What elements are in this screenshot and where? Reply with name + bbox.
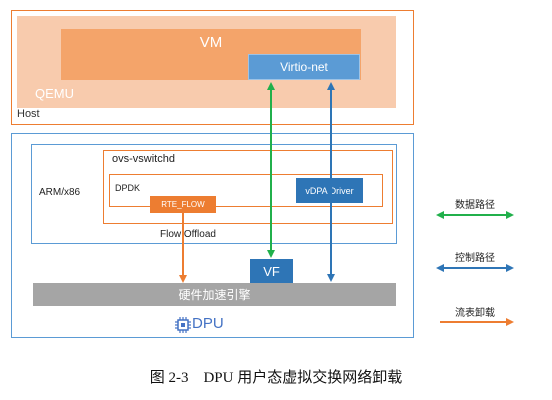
- vf-label: VF: [263, 263, 280, 279]
- arm-x86-label: ARM/x86: [39, 187, 81, 198]
- hardware-engine-label: 硬件加速引擎: [178, 288, 251, 302]
- figure-caption: 图 2-3 DPU 用户态虚拟交换网络卸载: [149, 370, 403, 386]
- hardware-engine-bar: 硬件加速引擎: [33, 283, 396, 306]
- legend-data-path: 数据路径: [455, 200, 495, 211]
- ovs-vswitchd-box: [103, 150, 393, 224]
- rte-flow-label: RTE_FLOW: [161, 200, 205, 209]
- virtio-net-box: Virtio-net: [248, 54, 360, 80]
- chip-icon: [175, 317, 191, 333]
- qemu-label: QEMU: [35, 86, 74, 101]
- dpdk-box: [109, 174, 383, 207]
- ovs-vswitchd-label: ovs-vswitchd: [112, 153, 175, 165]
- flow-offload-label: Flow Offload: [160, 229, 216, 240]
- arm-x86-box: [31, 144, 397, 244]
- dpu-label: DPU: [192, 315, 224, 332]
- rte-flow-box: RTE_FLOW: [150, 196, 216, 213]
- dpu-box: [11, 133, 414, 338]
- legend-flow-offload: 流表卸载: [455, 308, 495, 319]
- dpdk-label: DPDK: [115, 183, 141, 193]
- vf-box: VF: [250, 259, 293, 283]
- host-box: [11, 10, 414, 125]
- vm-label: VM: [199, 34, 223, 51]
- legend-control-path: 控制路径: [455, 253, 495, 264]
- virtio-net-label: Virtio-net: [280, 60, 328, 74]
- host-label: Host: [17, 108, 40, 120]
